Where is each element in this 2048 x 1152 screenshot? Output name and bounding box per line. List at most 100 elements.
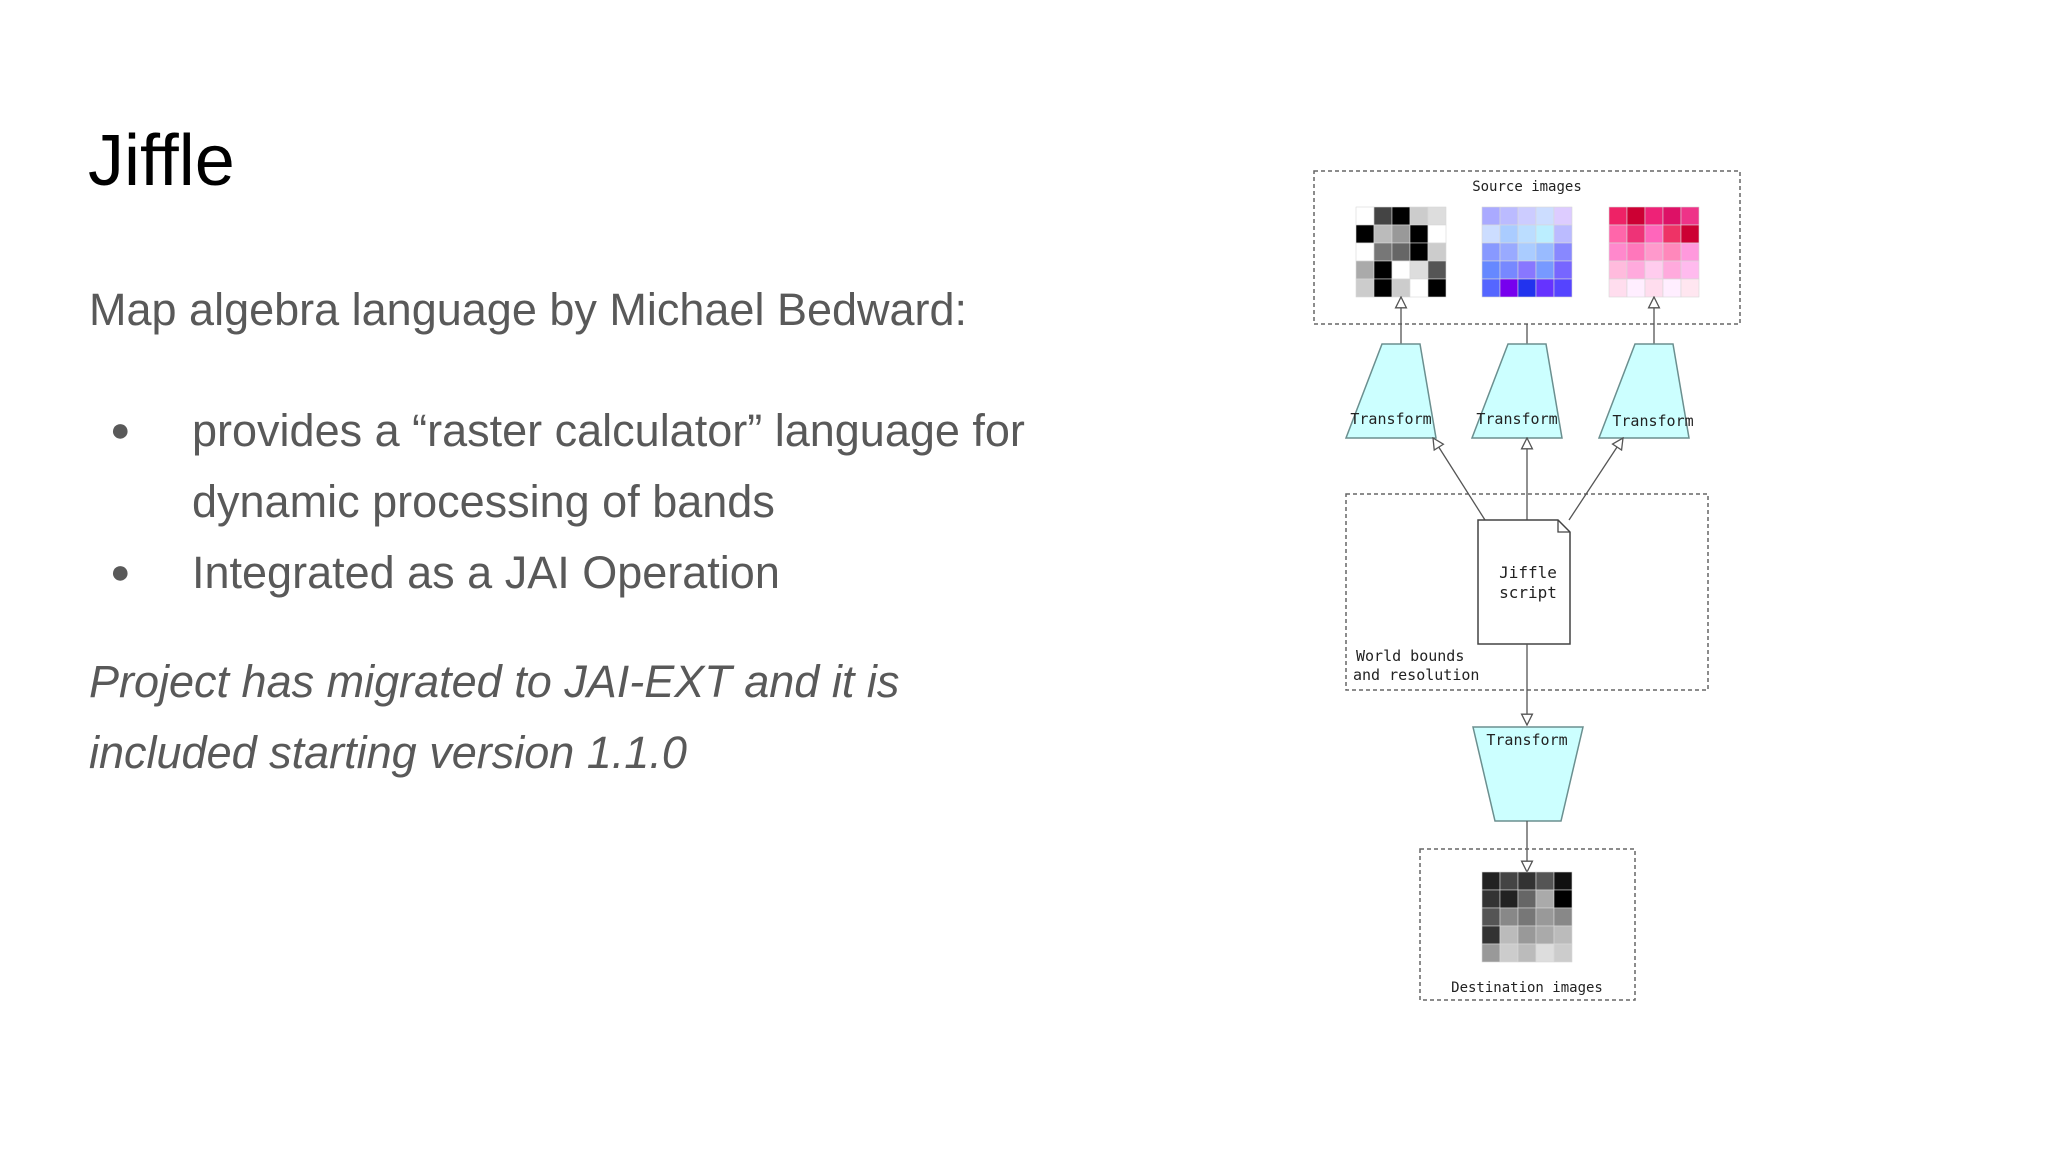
arrow (1569, 438, 1623, 520)
raster-cell (1374, 279, 1392, 297)
output-transform-label: Transform (1486, 731, 1567, 749)
raster-cell (1428, 261, 1446, 279)
raster-cell (1518, 207, 1536, 225)
raster-cell (1645, 243, 1663, 261)
source-images-label: Source images (1472, 179, 1582, 195)
raster-cell (1518, 872, 1536, 890)
raster-cell (1627, 279, 1645, 297)
raster-cell (1627, 261, 1645, 279)
jiffle-script-document: Jiffle script (1478, 520, 1570, 644)
raster-cell (1554, 207, 1572, 225)
raster-cell (1536, 926, 1554, 944)
transform-shape: Transform (1346, 344, 1436, 438)
bullet-dot-icon: ● (110, 537, 131, 608)
raster-cell (1482, 279, 1500, 297)
raster-cell (1536, 944, 1554, 962)
jiffle-script-label-line1: Jiffle (1499, 563, 1557, 582)
raster-cell (1410, 261, 1428, 279)
raster-cell (1428, 279, 1446, 297)
raster-cell (1554, 944, 1572, 962)
raster-cell (1374, 225, 1392, 243)
raster-cell (1356, 261, 1374, 279)
arrow (1433, 438, 1485, 520)
raster-cell (1609, 207, 1627, 225)
raster-cell (1681, 261, 1699, 279)
raster-cell (1392, 279, 1410, 297)
raster-cell (1518, 944, 1536, 962)
source-grid-blue (1482, 207, 1572, 297)
raster-cell (1500, 890, 1518, 908)
raster-cell (1392, 261, 1410, 279)
raster-cell (1392, 225, 1410, 243)
output-transform-shape: Transform (1473, 727, 1583, 821)
raster-cell (1536, 890, 1554, 908)
source-grid-gray (1356, 207, 1446, 297)
world-bounds-label-line1: World bounds (1356, 647, 1464, 665)
raster-cell (1554, 279, 1572, 297)
raster-cell (1518, 890, 1536, 908)
raster-cell (1627, 225, 1645, 243)
source-grid-pink (1609, 207, 1699, 297)
raster-cell (1554, 890, 1572, 908)
slide-title: Jiffle (88, 118, 235, 204)
raster-cell (1681, 225, 1699, 243)
raster-cell (1428, 243, 1446, 261)
raster-cell (1518, 279, 1536, 297)
raster-cell (1428, 207, 1446, 225)
bullet-item: ● Integrated as a JAI Operation (110, 537, 1112, 608)
jiffle-diagram: Source images Transform Transform Transf… (1300, 160, 1770, 1010)
raster-cell (1554, 261, 1572, 279)
raster-cell (1374, 261, 1392, 279)
migration-note: Project has migrated to JAI-EXT and it i… (89, 646, 989, 788)
raster-cell (1356, 225, 1374, 243)
raster-cell (1663, 261, 1681, 279)
raster-cell (1609, 279, 1627, 297)
raster-cell (1482, 926, 1500, 944)
raster-cell (1374, 207, 1392, 225)
raster-cell (1536, 279, 1554, 297)
raster-cell (1663, 279, 1681, 297)
raster-cell (1500, 944, 1518, 962)
raster-cell (1392, 207, 1410, 225)
raster-cell (1482, 207, 1500, 225)
raster-cell (1627, 207, 1645, 225)
raster-cell (1356, 243, 1374, 261)
bullet-item: ● provides a “raster calculator” languag… (110, 395, 1112, 537)
raster-cell (1663, 243, 1681, 261)
raster-cell (1663, 207, 1681, 225)
raster-cell (1554, 908, 1572, 926)
transform-shape: Transform (1599, 344, 1694, 438)
subtitle: Map algebra language by Michael Bedward: (89, 282, 967, 338)
raster-cell (1500, 243, 1518, 261)
raster-cell (1609, 225, 1627, 243)
raster-cell (1518, 261, 1536, 279)
raster-cell (1536, 261, 1554, 279)
raster-cell (1681, 243, 1699, 261)
transform-label: Transform (1476, 410, 1557, 428)
destination-grid (1482, 872, 1572, 962)
raster-cell (1518, 225, 1536, 243)
raster-cell (1500, 908, 1518, 926)
raster-cell (1518, 926, 1536, 944)
raster-cell (1392, 243, 1410, 261)
raster-cell (1410, 243, 1428, 261)
raster-cell (1482, 261, 1500, 279)
raster-cell (1500, 279, 1518, 297)
raster-cell (1410, 207, 1428, 225)
raster-cell (1410, 225, 1428, 243)
raster-cell (1645, 207, 1663, 225)
raster-cell (1356, 207, 1374, 225)
raster-cell (1374, 243, 1392, 261)
bullet-text: provides a “raster calculator” language … (192, 405, 1025, 527)
raster-cell (1482, 225, 1500, 243)
raster-cell (1645, 261, 1663, 279)
raster-cell (1609, 261, 1627, 279)
raster-cell (1518, 908, 1536, 926)
jiffle-script-label-line2: script (1499, 583, 1557, 602)
raster-cell (1645, 279, 1663, 297)
transform-shape: Transform (1472, 344, 1562, 438)
raster-cell (1482, 908, 1500, 926)
bullet-list: ● provides a “raster calculator” languag… (110, 395, 1112, 608)
raster-cell (1627, 243, 1645, 261)
raster-cell (1500, 207, 1518, 225)
